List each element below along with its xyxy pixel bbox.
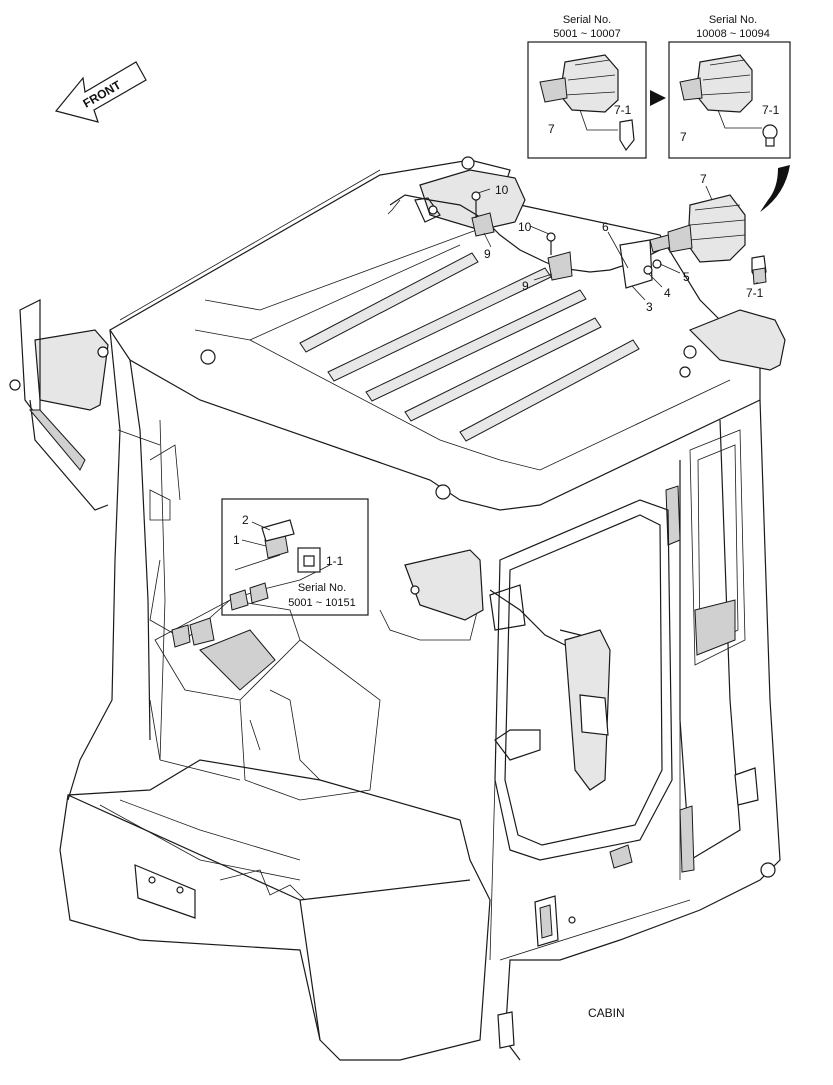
rear-right-marker (688, 309, 786, 371)
clamp-9b (547, 251, 573, 281)
switch-label-1: 1 (233, 533, 240, 547)
inset-lamp-late: Serial No. 10008 ~ 10094 7 7-1 (668, 14, 791, 159)
inset-early-frame (527, 41, 647, 159)
inset-pointer-arrow (760, 165, 790, 212)
switch-housing-2 (261, 519, 295, 542)
callout-5: 5 (683, 270, 690, 284)
left-mirror (34, 329, 109, 411)
callout-7: 7 (700, 172, 707, 186)
work-lamp-assembly: 10 10 9 9 6 5 4 3 7 7-1 (387, 165, 790, 314)
roof-rib-3 (365, 289, 587, 402)
clamp-9a (471, 212, 495, 237)
callout-3: 3 (646, 300, 653, 314)
door-frame (494, 499, 673, 861)
wire-harness (389, 194, 661, 273)
version-arrow (650, 90, 666, 106)
switch-label-1-1: 1-1 (326, 554, 344, 568)
front-right-marker (404, 549, 484, 621)
rear-left-marker (419, 169, 526, 231)
lower-front-body (59, 759, 491, 1061)
inset-late-label-lamp: 7 (680, 130, 687, 144)
inset-early-serial-range: 5001 ~ 10007 (553, 28, 621, 40)
inset-late-serial-title: Serial No. (709, 14, 757, 26)
switch-serial-title: Serial No. (298, 582, 346, 594)
callout-9-b: 9 (522, 279, 529, 293)
inset-switch-panel: 2 1 1-1 Serial No. 5001 ~ 10151 (171, 498, 369, 648)
switch-label-2: 2 (242, 513, 249, 527)
callout-9-a: 9 (484, 247, 491, 261)
callout-10-b: 10 (518, 220, 532, 234)
inset-early-serial-title: Serial No. (563, 14, 611, 26)
callout-7-1: 7-1 (746, 286, 764, 300)
inset-late-serial-range: 10008 ~ 10094 (696, 28, 770, 40)
callout-10-a: 10 (495, 183, 509, 197)
front-arrow: FRONT (54, 61, 147, 123)
inset-early-label-lamp: 7 (548, 122, 555, 136)
nut-4 (643, 265, 653, 275)
callout-6: 6 (602, 220, 609, 234)
switch-serial-range: 5001 ~ 10151 (288, 597, 356, 609)
diagram-caption: CABIN (588, 1006, 625, 1020)
washer-5 (652, 259, 662, 269)
callout-4: 4 (664, 286, 671, 300)
nameplate (134, 864, 196, 919)
inset-late-label-bulb: 7-1 (762, 103, 780, 117)
inset-early-label-bulb: 7-1 (614, 103, 632, 117)
roof-rib-4 (404, 317, 602, 422)
switch-inset-frame (221, 498, 369, 616)
cabin-body (9, 156, 786, 1061)
lamp-bracket (619, 239, 653, 289)
inset-late-frame (668, 41, 791, 159)
roof-rib-5 (459, 339, 640, 442)
inset-lamp-early: Serial No. 5001 ~ 10007 7 7-1 (527, 14, 647, 159)
roof-rib-1 (299, 252, 479, 353)
